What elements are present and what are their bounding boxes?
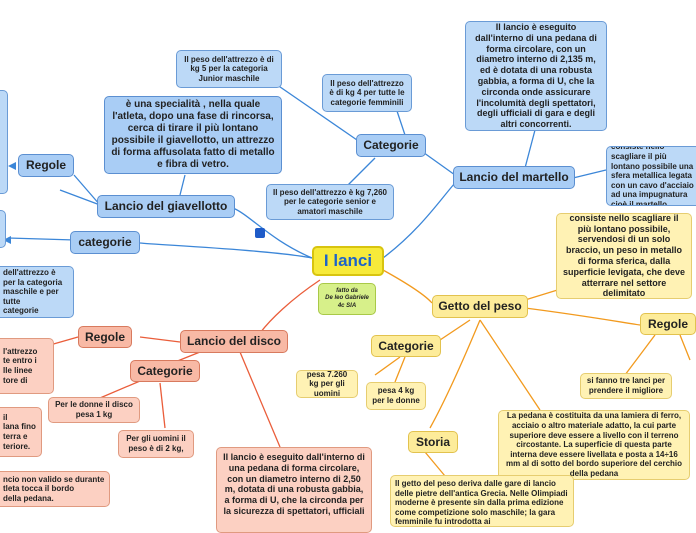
- topic-martello[interactable]: Lancio del martello: [453, 166, 575, 189]
- peso-regole-text[interactable]: si fanno tre lanci per prendere il migli…: [580, 373, 672, 399]
- giavellotto-categorie-text[interactable]: Il peso dell'attrezzo è per la categoria…: [0, 266, 74, 318]
- topic-giavellotto[interactable]: Lancio del giavellotto: [97, 195, 235, 218]
- peso-cat-uomini[interactable]: pesa 7.260 kg per gli uomini: [296, 370, 358, 398]
- disco-cat-uomini[interactable]: Per gli uomini il peso è di 2 kg,: [118, 430, 194, 458]
- peso-cat-donne[interactable]: pesa 4 kg per le donne: [366, 382, 426, 410]
- topic-peso[interactable]: Getto del peso: [432, 295, 528, 318]
- martello-side-text[interactable]: consiste nello scagliare il più lontano …: [606, 146, 696, 206]
- martello-categorie[interactable]: Categorie: [356, 134, 426, 157]
- disco-description[interactable]: Il lancio è eseguito dall'interno di una…: [216, 447, 372, 533]
- disco-regole[interactable]: Regole: [78, 326, 132, 348]
- giavellotto-description[interactable]: è una specialità , nella quale l'atleta,…: [104, 96, 282, 174]
- giavellotto-left-node-top: [0, 90, 8, 194]
- connector-lines: [3, 79, 691, 477]
- martello-cat-femminili[interactable]: Il peso dell'attrezzo è di kg 4 per tutt…: [322, 74, 412, 112]
- disco-categorie[interactable]: Categorie: [130, 360, 200, 382]
- disco-regole-text[interactable]: l'attrezzo te entro i lle linee tore di: [0, 338, 54, 394]
- peso-description[interactable]: consiste nello scagliare il più lontano …: [556, 213, 692, 299]
- martello-description[interactable]: Il lancio è eseguito dall'interno di una…: [465, 21, 607, 131]
- martello-cat-junior[interactable]: Il peso dell'attrezzo è di kg 5 per la c…: [176, 50, 282, 88]
- peso-categorie[interactable]: Categorie: [371, 335, 441, 357]
- giavellotto-regole[interactable]: Regole: [18, 154, 74, 177]
- giavellotto-categorie[interactable]: categorie: [70, 231, 140, 254]
- giavellotto-left-node-mid: [0, 210, 6, 248]
- peso-regole[interactable]: Regole: [640, 313, 696, 335]
- disco-left-text[interactable]: il lana fino terra e teriore.: [0, 407, 42, 457]
- peso-storia-text[interactable]: Il getto del peso deriva dalle gare di l…: [390, 475, 574, 527]
- disco-rule-text[interactable]: ncio non valido se durante tleta tocca i…: [0, 471, 110, 507]
- author-credit: fatto da De leo Gabriele 4c SIA: [318, 283, 376, 315]
- martello-cat-senior[interactable]: Il peso dell'attrezzo è kg 7,260 per le …: [266, 184, 394, 220]
- central-topic[interactable]: I lanci: [312, 246, 384, 276]
- topic-disco[interactable]: Lancio del disco: [180, 330, 288, 353]
- peso-storia[interactable]: Storia: [408, 431, 458, 453]
- peso-pedana[interactable]: La pedana è costituita da una lamiera di…: [498, 410, 690, 480]
- drag-handle[interactable]: [255, 228, 265, 238]
- central-topic-label: I lanci: [323, 250, 373, 270]
- disco-cat-donne[interactable]: Per le donne il disco pesa 1 kg: [48, 397, 140, 423]
